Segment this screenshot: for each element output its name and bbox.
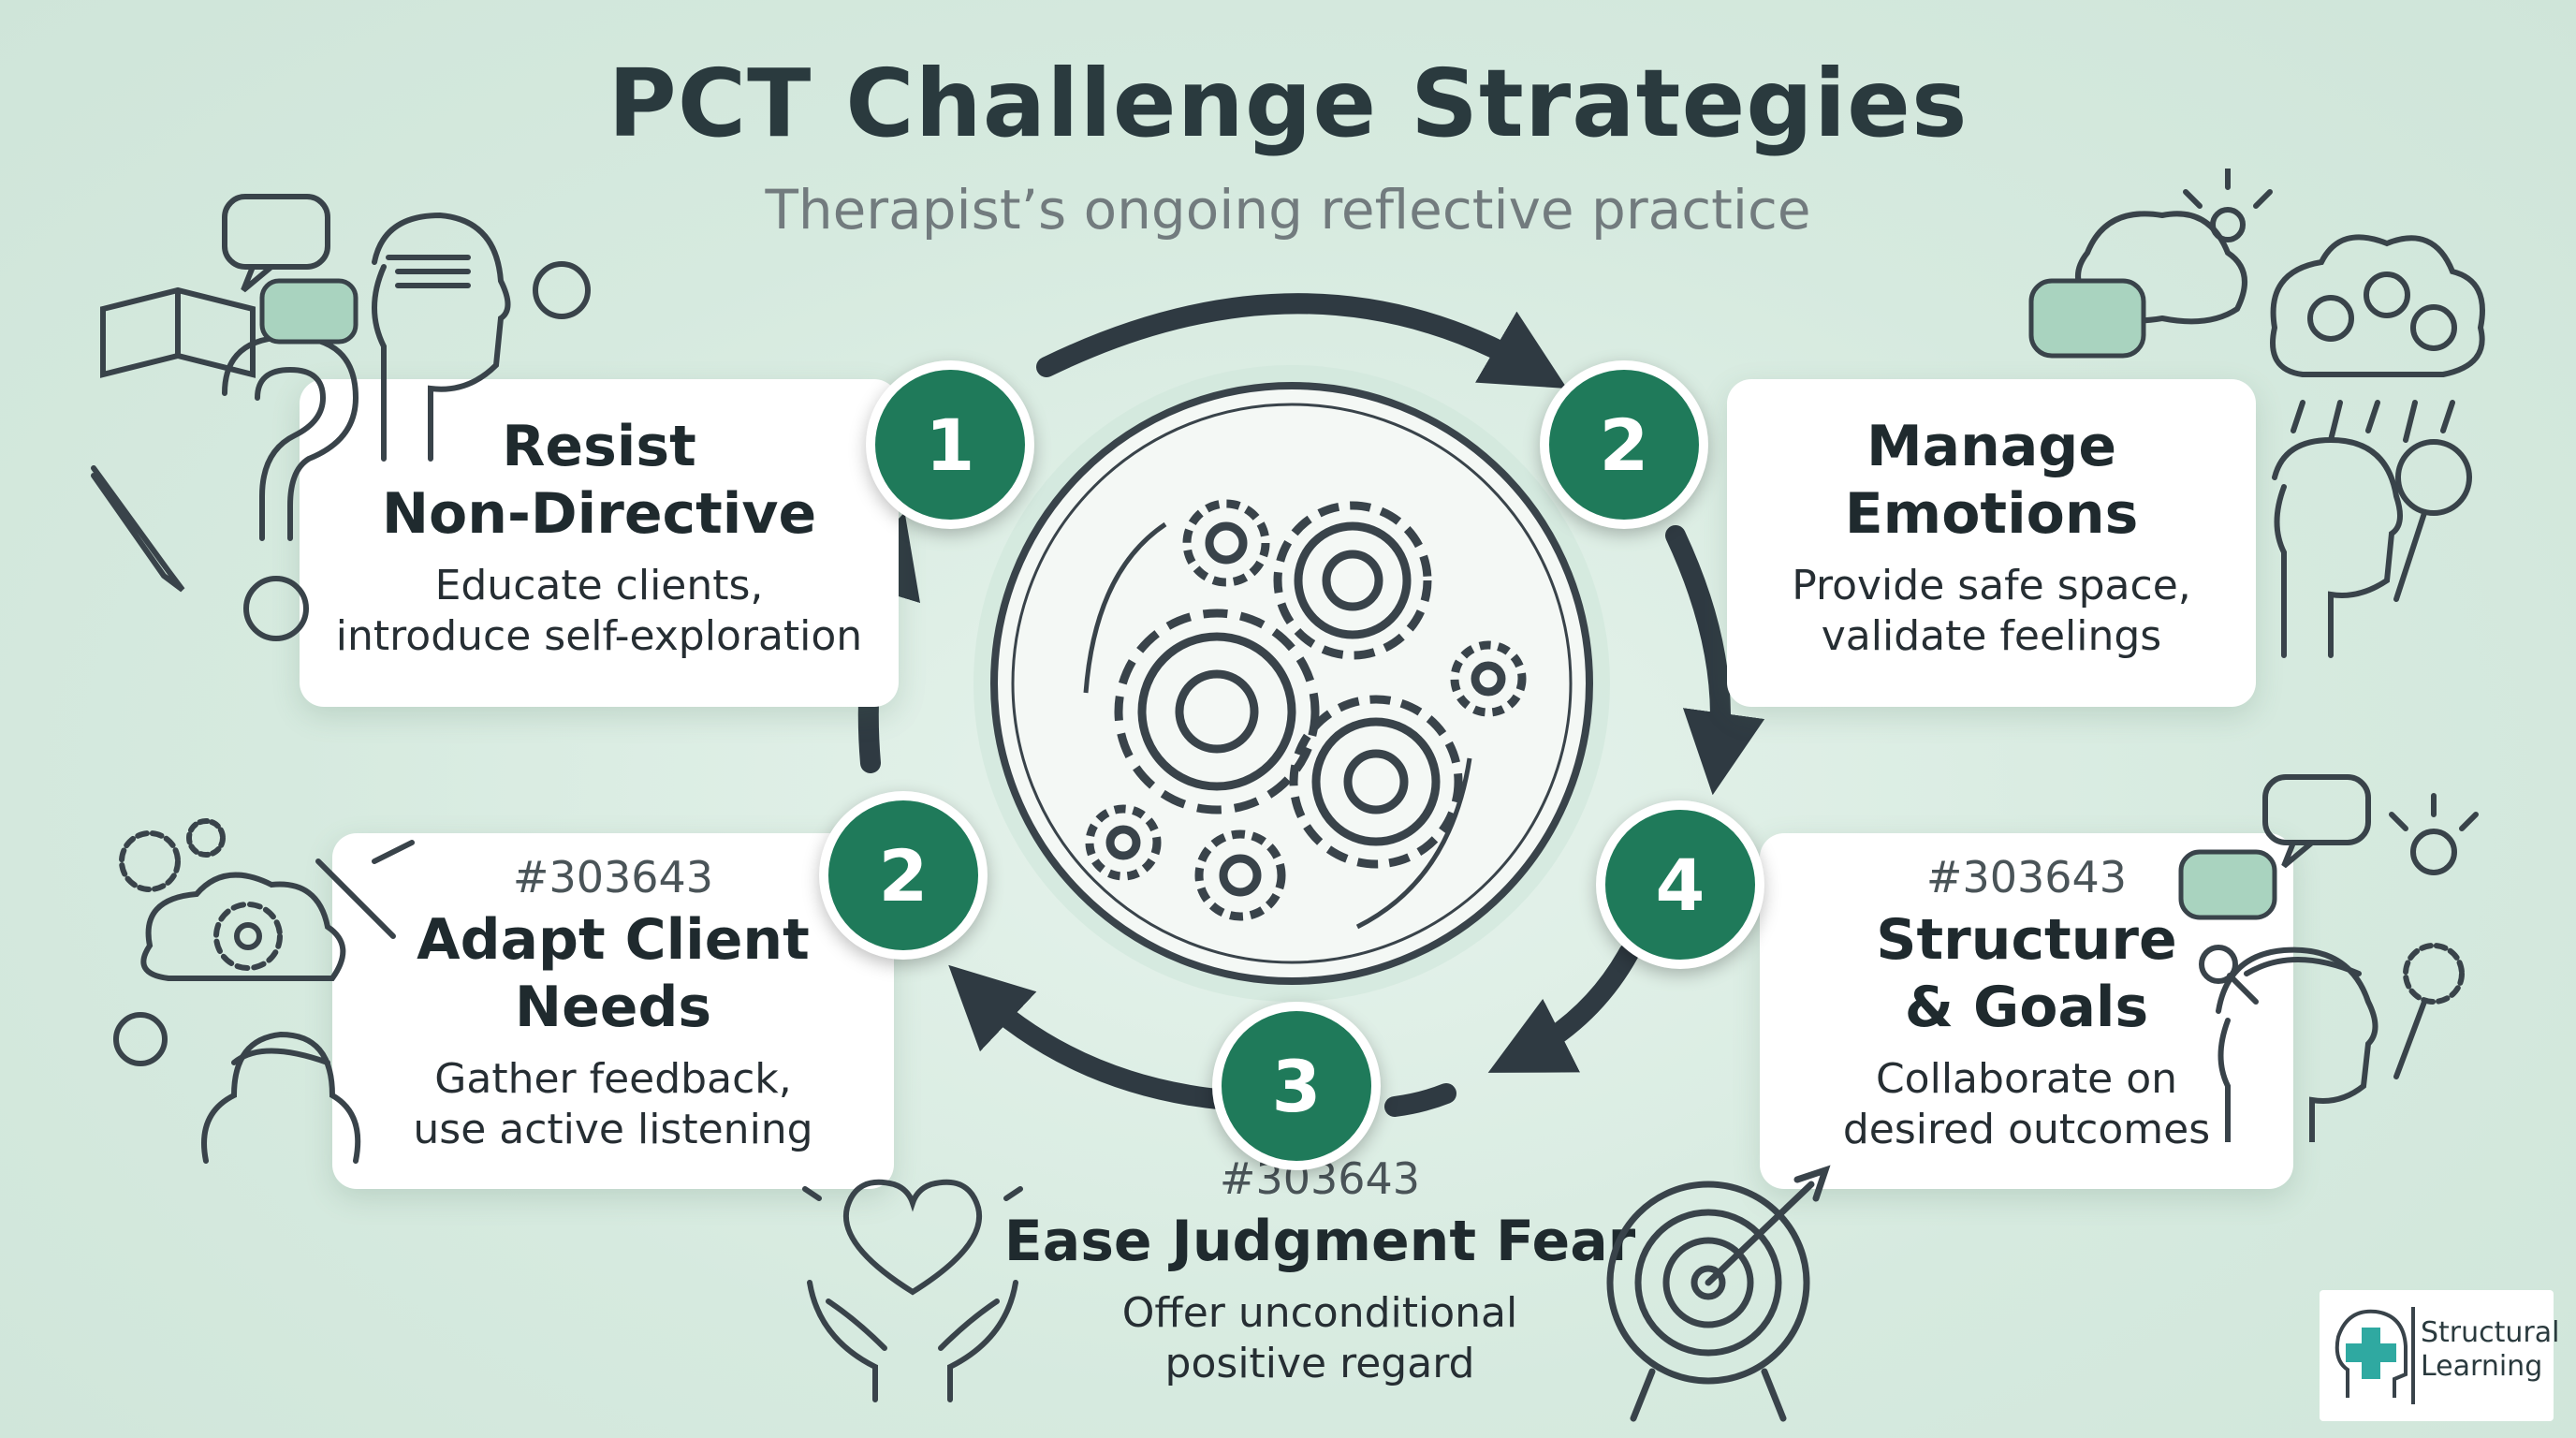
arrow-1-to-2 (1036, 293, 1568, 389)
card-title: Structure (1876, 907, 2177, 973)
page-subtitle: Therapist’s ongoing reflective practice (765, 178, 1811, 242)
gears-icon (973, 365, 1610, 1002)
card-title: Resist (502, 414, 696, 479)
card-title: & Goals (1904, 975, 2149, 1040)
card-body: Provide safe space, (1792, 562, 2191, 609)
card-body: Collaborate on (1875, 1055, 2178, 1103)
step-badge-1: 1 (866, 360, 1034, 529)
card-title: Non-Directive (381, 481, 817, 547)
card-adapt-client-needs: #303643 Adapt Client Needs Gather feedba… (332, 833, 894, 1189)
child-ideas-icon (2178, 774, 2479, 1142)
card-body: positive regard (1164, 1340, 1475, 1387)
arrow-3-to-2 (948, 964, 1237, 1110)
card-resist-non-directive: Resist Non-Directive Educate clients, in… (300, 379, 899, 707)
card-title: Adapt Client (417, 907, 810, 973)
card-title: Needs (514, 975, 712, 1040)
brand-name: Structural Learning (2421, 1316, 2560, 1384)
step-badge-2b: 2 (819, 791, 988, 960)
page-title: PCT Challenge Strategies (607, 49, 1969, 158)
brain-cloud-icon (2028, 169, 2485, 658)
card-title: Ease Judgment Fear (1003, 1209, 1636, 1274)
card-body: desired outcomes (1842, 1106, 2211, 1153)
brand-logo-icon (2334, 1309, 2408, 1398)
card-title: Emotions (1844, 481, 2139, 547)
arrow-4-to-3 (1487, 943, 1639, 1073)
step-badge-3: 3 (1212, 1002, 1381, 1170)
card-title: Manage (1866, 414, 2117, 479)
step-ease-judgment-fear: #303643 Ease Judgment Fear Offer uncondi… (992, 1153, 1647, 1389)
step-badge-4: 4 (1596, 800, 1764, 969)
card-body: Gather feedback, (434, 1055, 792, 1103)
brand-line-2: Learning (2421, 1350, 2543, 1383)
card-body: Educate clients, (434, 562, 764, 609)
card-manage-emotions: Manage Emotions Provide safe space, vali… (1727, 379, 2256, 707)
brand-line-1: Structural (2421, 1316, 2560, 1349)
card-body: validate feelings (1821, 612, 2162, 660)
brand-logo: Structural Learning (2320, 1290, 2560, 1421)
target-arrow-icon (1606, 1165, 1831, 1422)
card-body: use active listening (413, 1106, 813, 1153)
heart-hands-icon (802, 1179, 1023, 1402)
card-body: introduce self-exploration (335, 612, 863, 660)
arrow-2-to-4 (1665, 525, 1765, 796)
card-tag: #303643 (512, 852, 714, 902)
card-body: Offer unconditional (1121, 1289, 1518, 1337)
card-tag: #303643 (1925, 852, 2128, 902)
head-question-icon (91, 194, 591, 641)
step-badge-2: 2 (1540, 360, 1708, 529)
child-gears-icon (113, 818, 415, 1164)
